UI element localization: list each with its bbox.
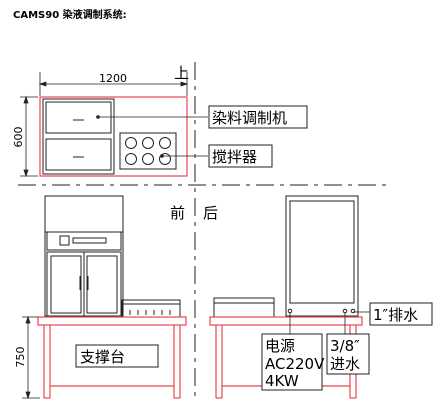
stirrer-top-view — [119, 132, 177, 170]
stirrer-front-view — [121, 299, 181, 318]
power-callout-line-2: AC220V — [265, 355, 325, 373]
height-dimension — [22, 315, 40, 400]
callout-leaders-back — [289, 311, 370, 334]
dye-machine-front-view — [44, 195, 124, 317]
front-view-label: 前 — [170, 204, 185, 222]
water-inlet-callout-line-1: 3/8″ — [330, 337, 360, 355]
centre-lines — [18, 62, 390, 400]
depth-dimension-label: 600 — [12, 127, 25, 148]
back-view-label: 后 — [203, 204, 218, 222]
stirrer-callout-box — [208, 144, 273, 168]
drain-callout-box — [369, 302, 433, 326]
diagram-title: CAMS90 染液调制系统: — [13, 10, 127, 21]
dye-machine-leader-dot — [96, 115, 100, 119]
stand-callout-box — [75, 344, 159, 368]
height-dimension-label: 750 — [14, 347, 27, 368]
drain-callout: 1″排水 — [373, 306, 418, 324]
dye-machine-top-view — [42, 98, 115, 175]
width-dimension — [38, 72, 189, 96]
stirrer-callout: 搅拌器 — [212, 148, 257, 166]
width-dimension-label: 1200 — [99, 72, 127, 85]
power-callout-line-3: 4KW — [265, 372, 299, 390]
stirrer-back-view — [213, 297, 275, 318]
dye-machine-callout: 染料调制机 — [212, 109, 287, 127]
water-inlet-callout-box — [326, 333, 370, 375]
water-inlet-callout-line-2: 进水 — [330, 355, 360, 373]
stand-front-view — [37, 316, 187, 399]
dye-machine-back-view — [285, 195, 359, 317]
depth-dimension — [20, 95, 38, 178]
top-view-outline — [39, 96, 188, 177]
power-callout-line-1: 电源 — [265, 337, 295, 355]
top-view-label: 上 — [174, 64, 189, 82]
dye-machine-callout-box — [208, 105, 308, 129]
stirrer-leader-dot — [160, 154, 164, 158]
callout-leaders-top — [98, 116, 208, 157]
power-callout-box — [261, 333, 323, 391]
stand-callout: 支撑台 — [80, 348, 125, 366]
